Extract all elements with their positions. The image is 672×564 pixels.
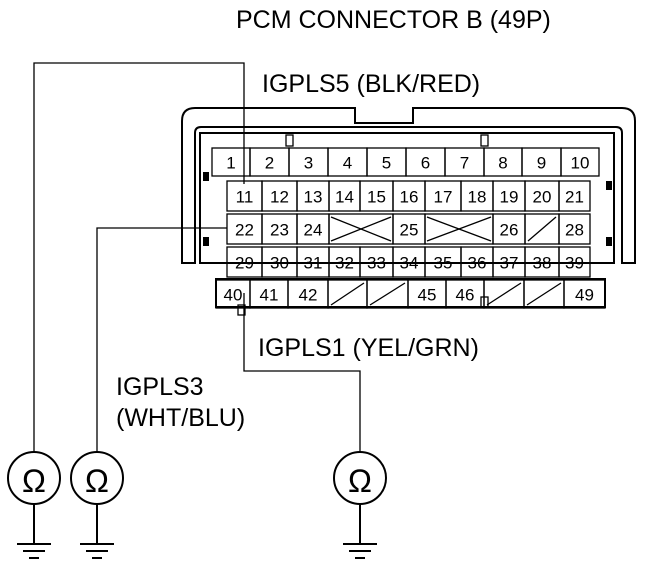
pin-number: 11 (236, 188, 254, 207)
igpls5-wire (33, 62, 245, 452)
pin-number: 42 (299, 286, 318, 305)
pin-number: 17 (434, 188, 453, 207)
igpls3-color-label: (WHT/BLU) (116, 404, 245, 432)
pin-number: 41 (260, 286, 279, 305)
pin-number: 31 (304, 254, 323, 273)
igpls3-name-label: IGPLS3 (116, 373, 204, 401)
pin-number: 19 (500, 188, 519, 207)
pin-number: 38 (533, 254, 552, 273)
igpls1-label: IGPLS1 (YEL/GRN) (258, 334, 479, 362)
pin-cavity (563, 279, 606, 309)
diagram-title: PCM CONNECTOR B (49P) (236, 6, 551, 34)
blank-cavity-slash (527, 216, 557, 242)
ohmmeter-middle: Ω (70, 451, 124, 544)
pin-number: 6 (421, 154, 430, 173)
pin-cavity (558, 246, 591, 278)
pin-number: 37 (500, 254, 519, 273)
pin-number: 8 (498, 154, 507, 173)
pin-number: 20 (533, 188, 552, 207)
pin-cavity (445, 279, 485, 309)
blank-cavity-cross (330, 216, 392, 242)
pin-number: 7 (460, 154, 469, 173)
ohm-symbol: Ω (22, 463, 46, 499)
pin-number: 14 (335, 188, 354, 207)
pin-number: 29 (235, 254, 254, 273)
pin-number: 13 (304, 188, 323, 207)
blank-cavity-slash (369, 282, 406, 306)
igpls3-wire (96, 227, 227, 452)
blank-cavity-cross (426, 216, 492, 242)
pin-cavity (492, 213, 526, 245)
blank-cavity-slash (486, 282, 522, 306)
pin-number: 12 (270, 188, 289, 207)
pin-number: 23 (270, 221, 289, 240)
pin-number: 3 (304, 154, 313, 173)
pin-number: 18 (468, 188, 487, 207)
pin-number: 1 (226, 154, 235, 173)
pin-cavity (558, 180, 591, 212)
ground-middle (80, 543, 114, 559)
test-wires (33, 62, 361, 452)
pin-number: 36 (468, 254, 487, 273)
igpls1-wire (243, 293, 361, 452)
pin-number: 30 (270, 254, 289, 273)
pin-cavity (392, 213, 426, 245)
ohmmeter-left: Ω (7, 451, 61, 544)
pin-number: 5 (382, 154, 391, 173)
pin-number: 40 (224, 286, 243, 305)
igpls5-label: IGPLS5 (BLK/RED) (262, 70, 480, 98)
pin-number: 22 (235, 221, 254, 240)
ohm-symbol: Ω (348, 463, 372, 499)
blank-cavity-slash (526, 282, 562, 306)
pin-number: 4 (343, 154, 352, 173)
pin-number: 35 (434, 254, 453, 273)
pin-number: 15 (367, 188, 386, 207)
connector-cavity-grid (211, 147, 606, 309)
pin-number: 46 (456, 286, 475, 305)
pin-number: 45 (418, 286, 437, 305)
pin-number: 28 (565, 221, 584, 240)
blank-cavity-slash (330, 282, 365, 306)
pin-cavity (296, 213, 330, 245)
pin-number: 25 (400, 221, 419, 240)
pin-cavity (558, 213, 591, 245)
pin-number: 10 (571, 154, 590, 173)
pin-number: 32 (335, 254, 354, 273)
pin-number: 21 (565, 188, 584, 207)
pin-number: 39 (565, 254, 584, 273)
ground-left (17, 543, 51, 559)
pin-number: 49 (575, 286, 594, 305)
pin-cavity (287, 279, 329, 309)
pin-number: 26 (500, 221, 519, 240)
ohm-symbol: Ω (85, 463, 109, 499)
pin-cavity (560, 147, 600, 177)
pin-number: 24 (304, 221, 323, 240)
ground-right (343, 543, 377, 559)
pin-number: 9 (537, 154, 546, 173)
ohmmeter-right: Ω (333, 451, 387, 544)
pin-number: 34 (400, 254, 419, 273)
pin-number: 33 (367, 254, 386, 273)
pin-number: 16 (400, 188, 419, 207)
pin-number: 2 (265, 154, 274, 173)
